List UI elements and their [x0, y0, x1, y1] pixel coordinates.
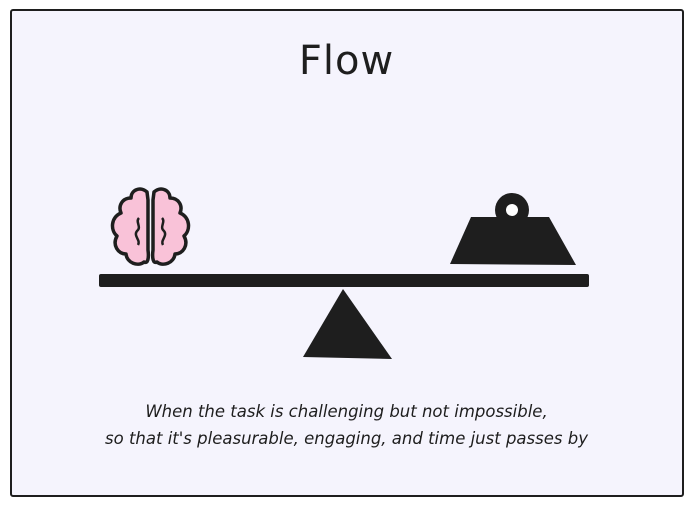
weight-icon: [450, 193, 576, 265]
seesaw-beam: [99, 274, 589, 287]
brain-icon: [110, 187, 191, 266]
caption-line-1: When the task is challenging but not imp…: [145, 402, 548, 421]
fulcrum-triangle: [303, 289, 392, 359]
diagram-title: Flow: [298, 38, 395, 84]
caption-line-2: so that it's pleasurable, engaging, and …: [105, 429, 588, 448]
